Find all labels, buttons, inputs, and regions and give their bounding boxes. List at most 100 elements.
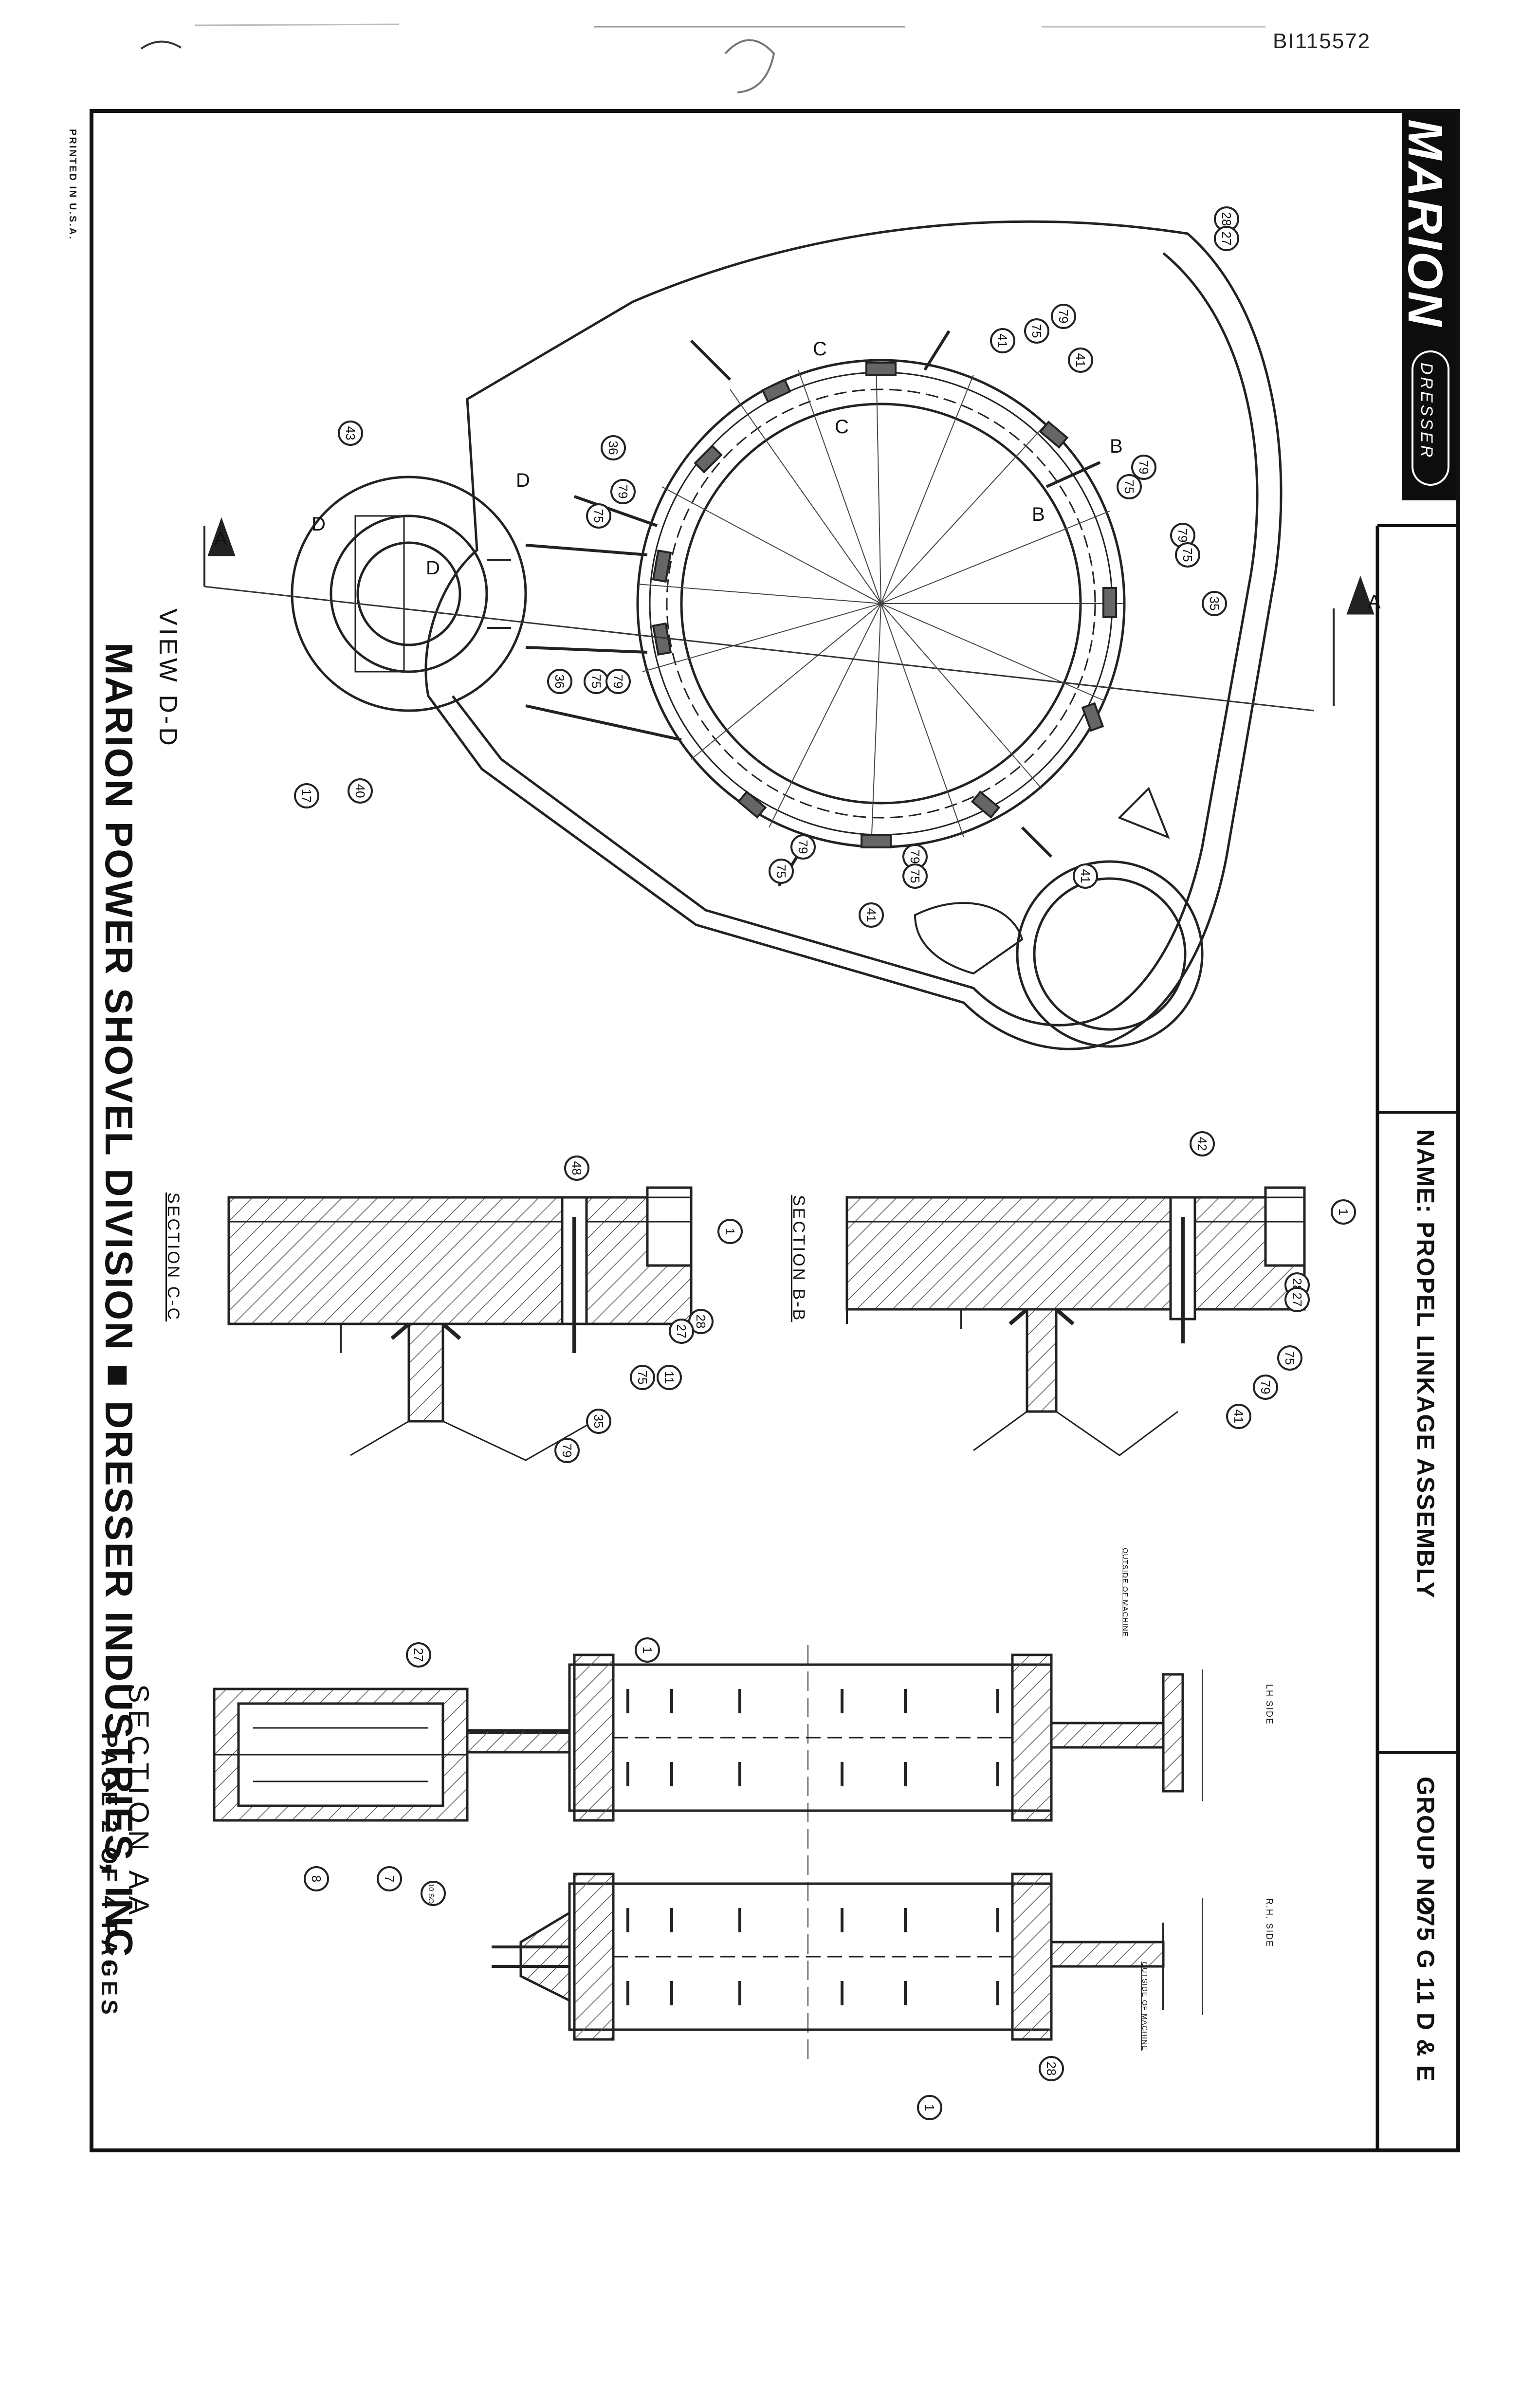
balloon-label: 1 — [922, 2104, 937, 2111]
balloon-label: 43 — [343, 426, 358, 440]
balloon-view-dd-20: 75 — [586, 503, 611, 529]
balloon-section-bb-1: 1 — [1331, 1199, 1356, 1225]
balloon-section-aa-1: 1 — [635, 1637, 660, 1663]
balloon-label: 27 — [1290, 1293, 1304, 1307]
balloon-label: 28 — [1219, 212, 1234, 226]
section-aa-drawing — [213, 1645, 1203, 2059]
balloon-label: 75 — [589, 675, 604, 689]
balloon-label: 1 — [1336, 1209, 1351, 1215]
balloon-layer: 2827797541417975797535417975417975367975… — [294, 206, 1356, 2120]
balloon-section-bb-5: 75 — [1277, 1345, 1302, 1371]
balloon-label: 41 — [864, 908, 879, 922]
cut-label-d-mid: D — [426, 557, 440, 579]
cut-label-d-left: D — [312, 514, 326, 535]
balloon-label: 41 — [1078, 869, 1093, 883]
balloon-label: 36 — [606, 441, 621, 455]
balloon-label: 28 — [1044, 2062, 1059, 2076]
balloon-label: 75 — [1180, 548, 1195, 562]
balloon-section-aa-7: 28 — [1039, 2056, 1064, 2081]
balloon-label: 79 — [1175, 529, 1190, 543]
balloon-view-dd-6: 41 — [1068, 348, 1093, 373]
balloon-label: 79 — [796, 840, 810, 854]
cut-label-d-top: D — [516, 470, 530, 491]
cut-label-a-right: A — [1368, 591, 1381, 613]
balloon-label: 27 — [1219, 232, 1234, 246]
balloon-section-cc-6: 75 — [630, 1365, 655, 1390]
balloon-view-dd-23: 75 — [584, 669, 609, 694]
balloon-view-dd-24: 79 — [605, 669, 631, 694]
balloon-view-dd-5: 41 — [990, 328, 1015, 353]
balloon-section-bb-7: 41 — [1226, 1404, 1251, 1429]
balloon-label: 1 — [723, 1228, 737, 1235]
balloon-section-cc-8: 79 — [554, 1438, 580, 1463]
balloon-label: 27 — [411, 1648, 426, 1662]
drawing-border — [90, 109, 1460, 2152]
dresser-logo-oval — [1412, 350, 1449, 486]
balloon-label: 75 — [1122, 480, 1137, 494]
balloon-section-aa-6: 1 — [917, 2095, 942, 2120]
balloon-label: 41 — [1231, 1410, 1246, 1424]
balloon-section-aa-4: 7 — [377, 1866, 402, 1891]
balloon-view-dd-1: 28 — [1214, 206, 1239, 232]
balloon-label: 79 — [1056, 310, 1071, 324]
balloon-label: 79 — [1258, 1380, 1273, 1394]
balloon-view-dd-11: 35 — [1202, 591, 1227, 616]
balloon-label: 75 — [591, 509, 606, 523]
cut-label-a-left: A — [214, 528, 227, 550]
balloon-label: 36 — [552, 675, 567, 689]
balloon-section-cc-3: 27 — [669, 1319, 694, 1344]
balloon-label: 7 — [382, 1875, 397, 1882]
balloon-view-dd-10: 75 — [1175, 542, 1200, 568]
cut-label-c-top: C — [813, 338, 827, 360]
balloon-view-dd-17: 75 — [769, 859, 794, 884]
balloon-section-cc-1: 1 — [717, 1219, 743, 1244]
balloon-section-cc-7: 35 — [586, 1409, 611, 1434]
balloon-section-aa-3: 10 SO — [421, 1881, 446, 1906]
balloon-label: 79 — [616, 485, 630, 499]
balloon-label: 79 — [560, 1444, 574, 1458]
balloon-label: 41 — [1073, 353, 1088, 367]
balloon-view-dd-16: 79 — [790, 834, 816, 860]
balloon-label: 41 — [995, 334, 1010, 348]
balloon-label: 8 — [309, 1875, 324, 1882]
balloon-label: 79 — [908, 850, 922, 864]
balloon-view-dd-4: 75 — [1024, 318, 1049, 344]
balloon-view-dd-26: 17 — [294, 783, 319, 808]
balloon-label: 79 — [1137, 460, 1151, 475]
balloon-label: 35 — [1207, 597, 1222, 611]
section-bb-drawing — [845, 1186, 1306, 1456]
balloon-view-dd-7: 79 — [1131, 455, 1156, 480]
balloon-label: 11 — [662, 1371, 677, 1384]
section-cc-drawing — [227, 1186, 693, 1461]
cut-label-c-mid: C — [835, 416, 849, 438]
balloon-view-dd-19: 79 — [610, 479, 636, 504]
balloon-label: 40 — [353, 784, 367, 798]
binder-hole-mark-left — [140, 40, 182, 50]
balloon-section-aa-2: 27 — [406, 1642, 431, 1668]
balloon-label: 28 — [694, 1315, 708, 1329]
view-dd-drawing — [203, 220, 1375, 1050]
balloon-view-dd-18: 36 — [601, 435, 626, 460]
balloon-label: 35 — [591, 1414, 606, 1429]
balloon-section-bb-4: 42 — [1190, 1131, 1215, 1156]
balloon-view-dd-21: 43 — [338, 421, 363, 446]
balloon-view-dd-15: 41 — [859, 902, 884, 928]
balloon-section-aa-5: 8 — [304, 1866, 329, 1891]
document-number: BI115572 — [1273, 29, 1371, 53]
binder-hole-mark-center — [724, 39, 775, 93]
balloon-label: 75 — [635, 1371, 650, 1385]
balloon-view-dd-2: 27 — [1214, 226, 1239, 251]
balloon-label: 17 — [299, 789, 314, 803]
balloon-label: 1 — [640, 1647, 655, 1653]
balloon-label: 75 — [774, 864, 788, 879]
balloon-label: 75 — [908, 869, 922, 883]
balloon-view-dd-14: 75 — [902, 863, 928, 889]
balloon-section-bb-6: 79 — [1253, 1375, 1278, 1400]
balloon-label: 79 — [611, 675, 625, 689]
balloon-label: 75 — [1029, 324, 1044, 338]
balloon-view-dd-12: 41 — [1073, 863, 1098, 889]
balloon-label: 75 — [1283, 1351, 1297, 1365]
balloon-section-cc-5: 11 — [657, 1365, 682, 1390]
cut-label-b-mid: B — [1032, 504, 1045, 525]
